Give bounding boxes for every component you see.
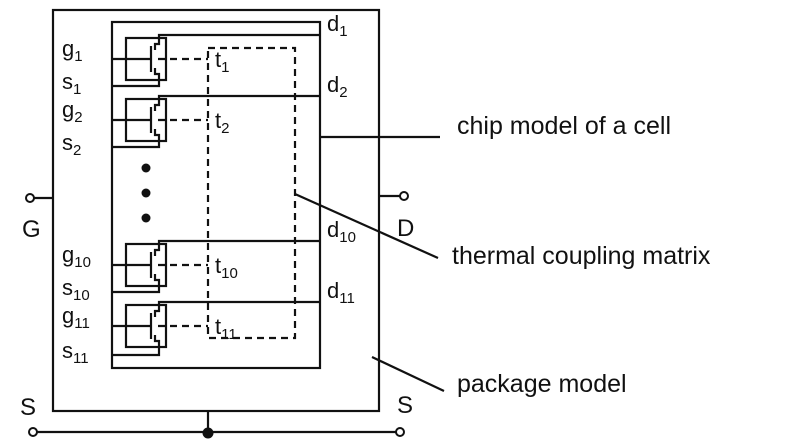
source-label: s11 xyxy=(62,338,89,367)
gate-label: g11 xyxy=(62,303,90,332)
ellipsis-dot xyxy=(141,188,151,198)
thermal-coupling-box xyxy=(206,46,297,340)
package-box xyxy=(51,8,381,413)
source-wire xyxy=(112,274,161,294)
drain-label: d2 xyxy=(327,72,348,101)
gate-label: g1 xyxy=(62,36,83,65)
source-junction xyxy=(202,427,214,439)
drain-terminal xyxy=(399,191,409,201)
package-model-leader xyxy=(371,356,445,392)
thermal-matrix-annotation: thermal coupling matrix xyxy=(452,242,711,270)
drain-label: d10 xyxy=(327,217,356,246)
source-label: s2 xyxy=(62,130,81,159)
drain-wire xyxy=(153,300,320,317)
gate-label: g10 xyxy=(62,242,91,271)
thermal-matrix-leader xyxy=(294,192,439,260)
gate-label: g2 xyxy=(62,97,83,126)
ellipsis-dot xyxy=(141,213,151,223)
drain-label: d11 xyxy=(327,278,355,307)
source-label-left: S xyxy=(20,394,36,421)
source-label: s1 xyxy=(62,69,81,98)
ellipsis-dot xyxy=(141,163,151,173)
drain-wire xyxy=(153,94,320,111)
package-model-annotation: package model xyxy=(457,370,627,398)
source-label: s10 xyxy=(62,275,90,304)
source-label-right: S xyxy=(397,392,413,419)
drain-wire xyxy=(153,239,320,256)
source-terminal-left xyxy=(28,427,38,437)
thermal-label: t11 xyxy=(215,314,237,343)
chip-model-annotation: chip model of a cell xyxy=(457,112,671,140)
gate-terminal-label: G xyxy=(22,216,41,243)
source-wire xyxy=(112,335,161,357)
thermal-label: t2 xyxy=(215,108,229,137)
drain-label: d1 xyxy=(327,11,348,40)
cells-group: g1 s1 d1 t1 g2 s2 d2 t2 g10 s10 d10 t10 g11 s11 d11 t11 xyxy=(62,11,356,367)
source-terminal-right xyxy=(395,427,405,437)
chip-box xyxy=(110,20,322,370)
source-wire xyxy=(112,68,161,88)
thermal-label: t10 xyxy=(215,253,238,282)
source-wire xyxy=(112,129,161,149)
thermal-label: t1 xyxy=(215,47,229,76)
drain-wire xyxy=(153,33,320,50)
drain-terminal-label: D xyxy=(397,215,414,242)
gate-terminal xyxy=(25,193,35,203)
